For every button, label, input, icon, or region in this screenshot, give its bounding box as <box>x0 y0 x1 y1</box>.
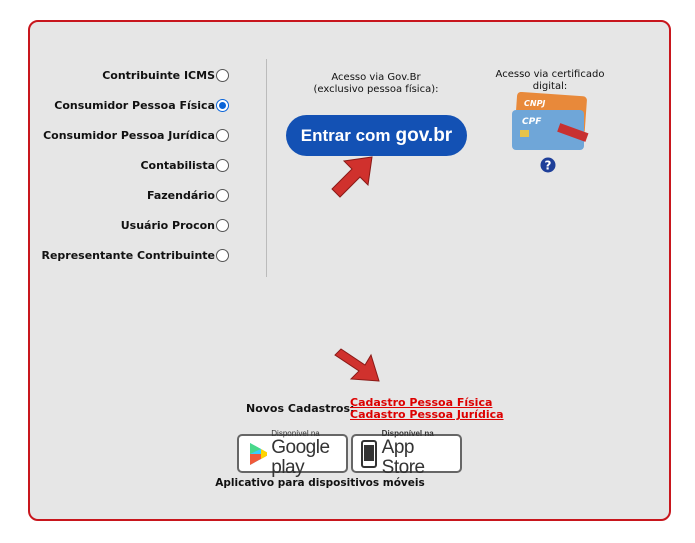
user-type-label: Consumidor Pessoa Jurídica <box>43 128 215 142</box>
govbr-button-text: Entrar com <box>300 125 391 145</box>
login-panel: Contribuinte ICMS Consumidor Pessoa Físic… <box>28 20 671 521</box>
svg-text:?: ? <box>545 159 552 173</box>
apple-store-name: App Store <box>381 437 425 478</box>
user-type-label: Consumidor Pessoa Física <box>54 98 215 112</box>
govbr-caption-line2: (exclusivo pessoa física): <box>313 84 439 95</box>
arrow-pointing-registration-icon <box>334 348 380 382</box>
user-type-radio[interactable] <box>216 98 229 112</box>
govbr-login-button[interactable]: Entrar com gov.br <box>286 115 467 156</box>
mobile-apps-caption: Aplicativo para dispositivos móveis <box>215 477 425 489</box>
user-type-radio[interactable] <box>216 128 229 142</box>
user-type-label: Contribuinte ICMS <box>102 68 215 82</box>
user-type-option[interactable]: Fazendário <box>147 187 229 203</box>
user-type-label: Usuário Procon <box>120 218 215 232</box>
user-type-option[interactable]: Representante Contribuinte <box>41 247 229 263</box>
digital-certificate-icon[interactable]: CNPJ CPF <box>510 92 592 154</box>
govbr-brand: gov.br <box>395 124 453 146</box>
govbr-caption-line1: Acesso via Gov.Br <box>331 72 421 83</box>
google-small-text: Disponível na <box>271 429 320 438</box>
user-type-label: Contabilista <box>140 158 215 172</box>
user-type-radio[interactable] <box>216 248 229 262</box>
new-registrations-label: Novos Cadastros: <box>246 402 355 415</box>
cpf-card-label: CPF <box>522 117 542 127</box>
user-type-option[interactable]: Consumidor Pessoa Física <box>54 97 229 113</box>
user-type-label: Fazendário <box>146 188 215 202</box>
user-type-option[interactable]: Consumidor Pessoa Jurídica <box>43 127 229 143</box>
certificate-caption-line2: digital: <box>532 81 568 92</box>
user-type-radio[interactable] <box>216 188 229 202</box>
user-type-radio[interactable] <box>216 68 229 82</box>
certificate-caption-line1: Acesso via certificado <box>495 69 605 80</box>
google-play-icon <box>250 442 268 465</box>
user-type-option[interactable]: Contribuinte ICMS <box>102 67 229 83</box>
user-type-option[interactable]: Usuário Procon <box>121 217 229 233</box>
certificate-caption: Acesso via certificado digital: <box>485 69 615 93</box>
register-company-link[interactable]: Cadastro Pessoa Jurídica <box>350 408 504 421</box>
arrow-pointing-govbr-icon <box>331 156 373 198</box>
google-store-name: Google play <box>271 437 330 478</box>
smartphone-icon <box>361 439 377 468</box>
google-play-badge[interactable]: Disponível na Google play <box>237 429 348 478</box>
user-type-option[interactable]: Contabilista <box>140 157 229 173</box>
cnpj-card-label: CNPJ <box>524 99 545 108</box>
user-type-radio[interactable] <box>216 218 229 232</box>
apple-small-text: Disponível na <box>381 429 434 438</box>
user-type-radio[interactable] <box>216 158 229 172</box>
govbr-caption: Acesso via Gov.Br (exclusivo pessoa físi… <box>296 72 456 96</box>
app-store-badge[interactable]: Disponível na App Store <box>351 429 462 478</box>
help-icon[interactable]: ? <box>540 157 556 173</box>
divider <box>266 59 267 277</box>
register-individual-link[interactable]: Cadastro Pessoa Física <box>350 396 493 409</box>
user-type-label: Representante Contribuinte <box>41 248 215 262</box>
